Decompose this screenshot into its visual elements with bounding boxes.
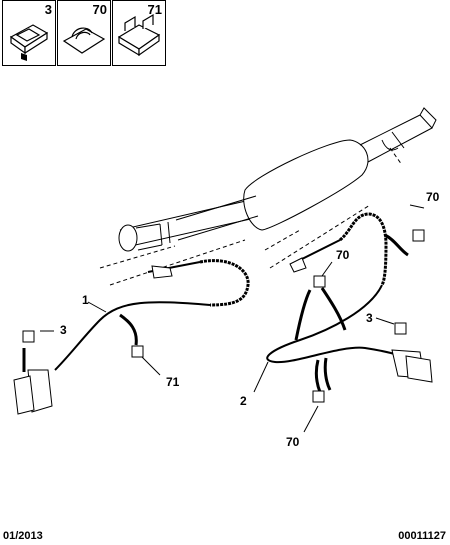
callout-left-71: 71 (166, 375, 180, 389)
clip-marker (412, 229, 425, 242)
leader-lines (99, 147, 403, 286)
callout-right-3: 3 (366, 311, 373, 325)
clip-marker (131, 345, 144, 358)
bracket-clip-icon (117, 13, 161, 57)
legend-cell-71: 71 (112, 0, 166, 66)
legend-ref: 71 (147, 2, 162, 17)
legend-cell-70: 70 (57, 0, 111, 66)
callout-right-mid-70: 70 (336, 248, 350, 262)
clip-markers (22, 229, 425, 403)
strap-clip-icon (62, 27, 106, 54)
callout-labels: 1 2 3 71 70 70 3 70 (60, 190, 440, 449)
clip-marker (394, 322, 407, 335)
footer-date: 01/2013 (3, 530, 43, 542)
callout-part-1: 1 (82, 293, 89, 307)
legend-cell-3: 3 (2, 0, 56, 66)
callout-right-bottom-70: 70 (286, 435, 300, 449)
left-lambda-sensor (13, 259, 250, 415)
callout-right-top-70: 70 (426, 190, 440, 204)
legend-ref: 3 (44, 2, 52, 17)
legend-ref: 70 (92, 2, 107, 17)
right-lambda-sensor (266, 212, 433, 393)
exhaust-silencer (118, 107, 437, 252)
callout-left-3: 3 (60, 323, 67, 337)
clip-marker (313, 275, 326, 288)
clip-icon (9, 24, 49, 61)
callout-part-2: 2 (240, 394, 247, 408)
clip-marker (312, 390, 325, 403)
callout-leaders (40, 204, 425, 433)
footer-code: 00011127 (398, 530, 446, 542)
clip-marker (22, 330, 35, 343)
